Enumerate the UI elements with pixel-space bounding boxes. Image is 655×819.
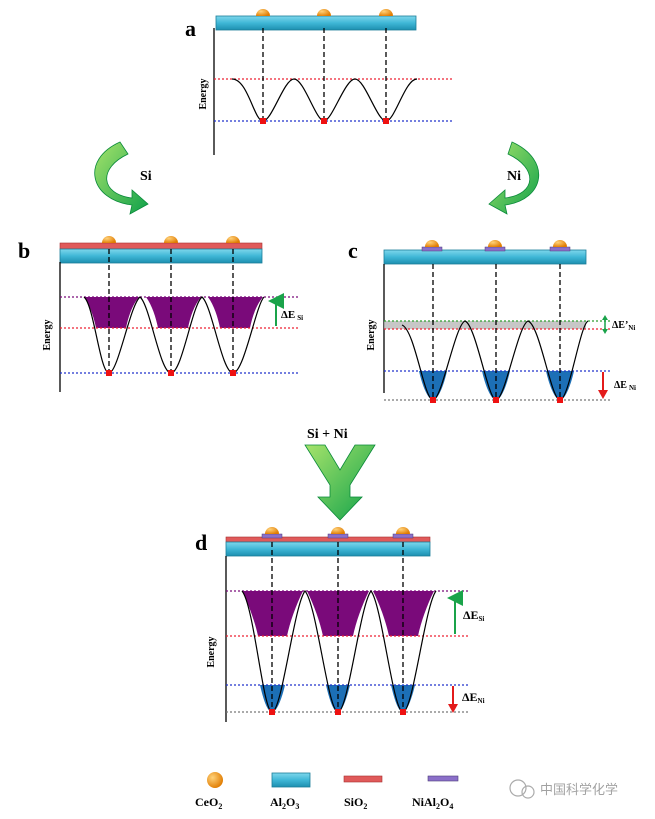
ceo2-particle	[317, 9, 331, 16]
watermark-text: 中国科学化学	[540, 782, 618, 797]
watermark: 中国科学化学	[509, 779, 618, 799]
legend-nial2o4-label: NiAl2O4	[412, 795, 453, 811]
energy-label: Energy	[366, 319, 377, 350]
energy-label: Energy	[42, 319, 53, 350]
al2o3-support	[59, 248, 263, 264]
si-barrier-fill	[242, 591, 303, 636]
legend-nial2o4-swatch	[427, 775, 459, 782]
panel-c-label: c	[348, 238, 358, 263]
al2o3-support	[383, 249, 587, 265]
panel-d: d Energy ΔESi ΔENi	[195, 527, 485, 722]
ni-prime-band	[384, 321, 586, 329]
legend-al2o3-swatch	[271, 772, 311, 788]
legend-al2o3-label: Al2O3	[270, 795, 299, 811]
panel-d-label: d	[195, 530, 207, 555]
arrow-label-si: Si	[140, 169, 152, 184]
al2o3-support	[225, 541, 431, 557]
merge-label: Si + Ni	[307, 427, 348, 442]
ceo2-particle	[379, 9, 393, 16]
si-barrier-fill	[84, 297, 139, 328]
panel-a-label: a	[185, 16, 196, 41]
wechat-icon	[509, 779, 527, 797]
legend-sio2-label: SiO2	[344, 795, 367, 811]
legend-sio2-swatch	[343, 775, 383, 783]
ceo2-particle	[256, 9, 270, 16]
legend: CeO2 Al2O3 SiO2 NiAl2O4	[195, 772, 459, 811]
delta-e-si-label: ΔESi	[463, 608, 484, 623]
delta-e-ni-label: ΔENi	[462, 690, 485, 705]
delta-e-prime-ni-label: ΔE’Ni	[612, 320, 635, 332]
energy-label: Energy	[206, 636, 217, 667]
arrow-to-b: Si	[94, 141, 152, 215]
nial2o4-layer	[261, 533, 283, 539]
panel-b-label: b	[18, 238, 30, 263]
sio2-layer	[59, 242, 263, 250]
nial2o4-layer	[421, 246, 443, 252]
al2o3-support	[215, 15, 417, 31]
merge-arrow: Si + Ni	[304, 427, 376, 521]
arrow-label-ni: Ni	[507, 169, 521, 184]
arrow-to-c: Ni	[488, 141, 539, 215]
panel-a: a Energy	[185, 9, 452, 155]
legend-ceo2-swatch	[207, 772, 223, 788]
energy-label: Energy	[198, 78, 209, 109]
legend-ceo2-label: CeO2	[195, 795, 222, 811]
